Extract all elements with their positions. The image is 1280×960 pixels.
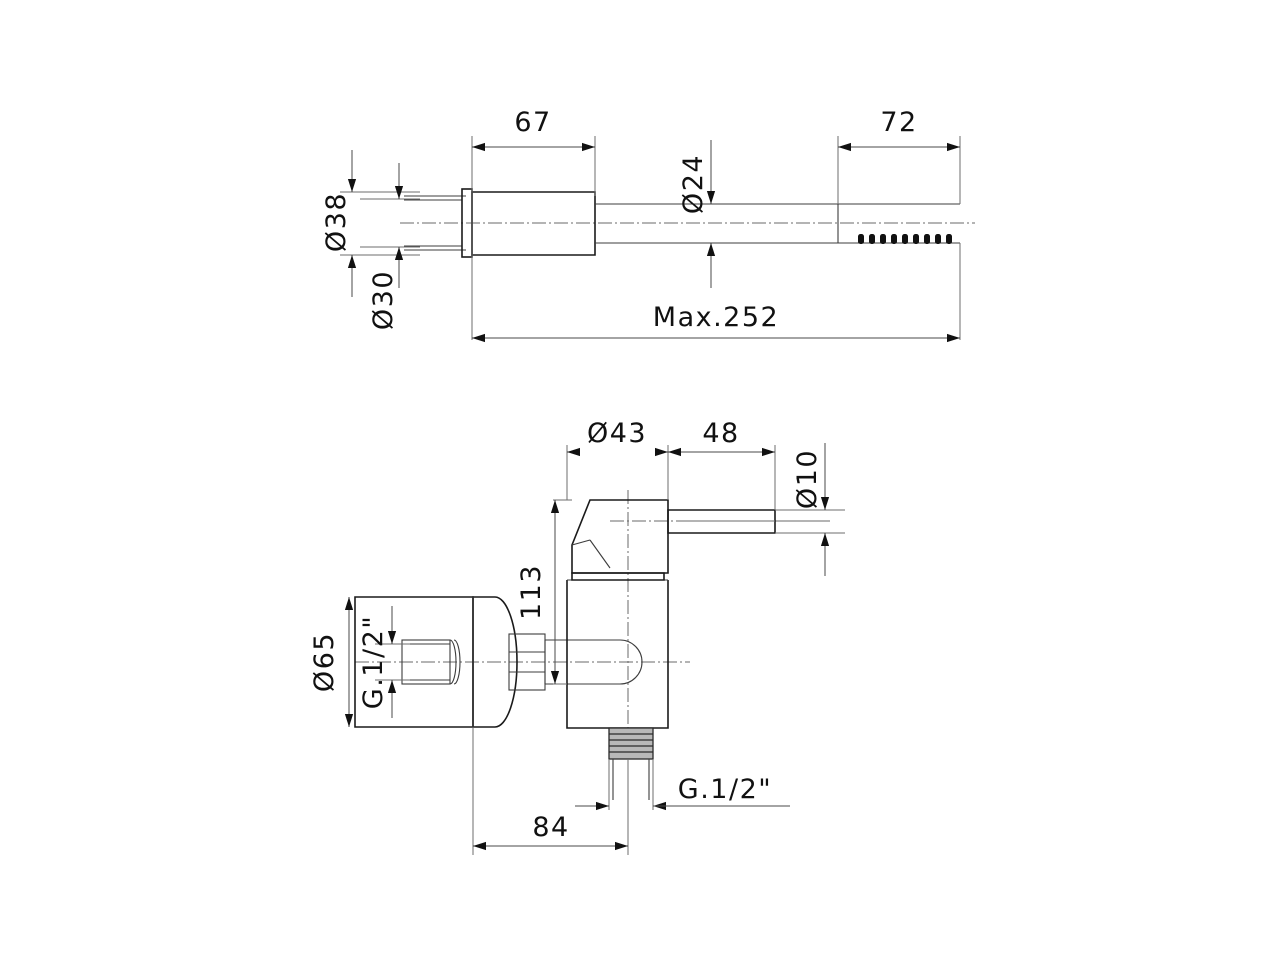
- dimension-67: 67: [471, 107, 596, 196]
- dimension-label-d10: Ø10: [792, 449, 823, 509]
- dimension-d43: Ø43: [566, 418, 669, 500]
- dimension-label-d43: Ø43: [587, 418, 647, 449]
- dimension-d10: Ø10: [775, 443, 845, 576]
- dimension-g12-inlet: G.1/2": [358, 606, 410, 718]
- dimension-72: 72: [837, 107, 961, 204]
- cartridge-housing-cap: [571, 572, 665, 581]
- dimension-label-d24: Ø24: [678, 154, 709, 214]
- dimension-label-d38: Ø38: [321, 192, 352, 252]
- view-mixer-body: Ø43 48 Ø10 113 Ø65: [309, 418, 845, 855]
- dimension-d24: Ø24: [678, 140, 716, 288]
- shower-handle-body: [404, 195, 466, 251]
- dimension-max252: Max.252: [471, 196, 961, 343]
- dimension-label-g12-outlet: G.1/2": [678, 774, 772, 805]
- knurl-marks: [858, 234, 952, 244]
- dimension-d65: Ø65: [309, 597, 354, 727]
- dimension-label-113: 113: [516, 564, 547, 620]
- view-hand-shower: Ø38 Ø30 67 Ø24 72: [321, 107, 975, 343]
- lever-hub: [571, 499, 669, 574]
- dimension-label-67: 67: [514, 107, 551, 138]
- dimension-label-d30: Ø30: [368, 270, 399, 330]
- dimension-d38: Ø38: [321, 150, 420, 297]
- dimension-label-48: 48: [702, 418, 739, 449]
- dimension-label-g12-inlet: G.1/2": [358, 615, 389, 709]
- dimension-113: 113: [516, 499, 572, 685]
- dimension-48: 48: [668, 418, 776, 510]
- dimension-g12-outlet: G.1/2": [575, 759, 790, 811]
- mixer-main-body: [566, 579, 669, 729]
- dimension-label-84: 84: [532, 812, 569, 843]
- dimension-d30: Ø30: [360, 163, 420, 330]
- outlet-thread-g12: [608, 727, 654, 800]
- dimension-label-72: 72: [880, 107, 917, 138]
- dimension-84: 84: [472, 727, 629, 855]
- shower-flex-end-section: [837, 203, 960, 244]
- dimension-label-d65: Ø65: [309, 632, 340, 692]
- shower-hose-tube: [595, 203, 838, 244]
- dimension-label-max252: Max.252: [653, 302, 779, 333]
